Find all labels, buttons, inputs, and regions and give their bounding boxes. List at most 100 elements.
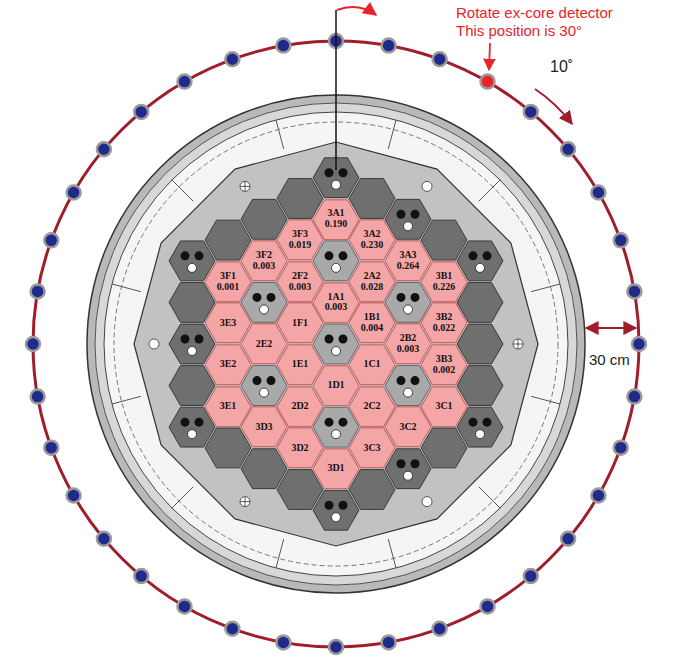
detector-position	[276, 39, 290, 53]
fuel-column-shape	[313, 366, 359, 406]
support-line	[276, 120, 284, 149]
control-rod-hole	[332, 513, 341, 522]
reflector-hole	[149, 339, 159, 349]
power-fraction: 0.019	[289, 240, 312, 251]
control-rod-hole	[188, 263, 197, 272]
control-rod-column	[241, 366, 287, 406]
detector-position	[433, 52, 447, 66]
dimension-label: 30 cm	[589, 351, 630, 368]
reflector-block	[421, 428, 467, 468]
column-id: 3F2	[256, 250, 272, 261]
fuel-column-shape	[241, 241, 287, 281]
support-line	[172, 487, 193, 508]
detector-position	[614, 233, 628, 247]
reflector-hole	[422, 497, 432, 507]
power-fraction: 0.028	[361, 282, 384, 293]
control-rod-hole	[195, 335, 204, 344]
fuel-column-shape	[277, 386, 323, 426]
fuel-column-shape	[349, 262, 395, 302]
reflector-block	[313, 490, 359, 530]
control-rod-column	[313, 407, 359, 447]
callout-note: This position is 30°	[456, 22, 582, 39]
control-rod-hole	[181, 335, 190, 344]
column-id: 3C2	[399, 422, 416, 433]
control-rod-hole	[253, 293, 262, 302]
fuel-column-shape	[277, 428, 323, 468]
support-line	[531, 396, 560, 404]
fuel-column-shape	[421, 386, 467, 426]
column-id: 2F2	[292, 271, 308, 282]
step-arrow	[535, 89, 572, 124]
power-fraction: 0.003	[289, 282, 312, 293]
control-rod-hole	[411, 459, 420, 468]
fuel-column-shape	[349, 386, 395, 426]
detector-position	[26, 337, 40, 351]
column-id: 3B1	[436, 271, 453, 282]
reflector-hole	[513, 339, 523, 349]
column-id: 3E1	[220, 401, 237, 412]
selected-detector	[481, 75, 495, 89]
control-rod-hole	[404, 305, 413, 314]
detector-position	[67, 186, 81, 200]
reflector-block	[169, 324, 215, 364]
detector-position	[561, 532, 575, 546]
control-rod-hole	[325, 251, 334, 260]
control-rod-hole	[260, 305, 269, 314]
fuel-column-shape	[349, 303, 395, 343]
support-line	[388, 120, 396, 149]
fuel-column-shape	[205, 303, 251, 343]
column-id: 1D1	[327, 380, 344, 391]
control-rod-hole	[188, 430, 197, 439]
angle-step: 10˚	[550, 58, 573, 76]
control-rod-hole	[195, 418, 204, 427]
control-rod-hole	[325, 501, 334, 510]
detector-position	[591, 186, 605, 200]
reflector-block	[169, 241, 215, 281]
core-support-ring	[104, 112, 568, 576]
reflector-block	[421, 220, 467, 260]
reflector-block	[349, 470, 395, 510]
detector-position	[627, 390, 641, 404]
reflector-hole	[422, 181, 432, 191]
detector-position	[382, 635, 396, 649]
control-rod-hole	[325, 335, 334, 344]
reflector-block	[169, 407, 215, 447]
reflector-block	[277, 179, 323, 219]
control-rod-hole	[469, 251, 478, 260]
detector-position	[225, 622, 239, 636]
detector-position	[433, 622, 447, 636]
fuel-column-shape	[421, 345, 467, 385]
fuel-column-shape	[313, 449, 359, 489]
control-rod-hole	[397, 376, 406, 385]
detector-position	[134, 105, 148, 119]
fuel-column: 3F10.001	[204, 261, 252, 303]
fuel-column-shape	[313, 199, 359, 239]
fuel-column-text: 3F10.001	[204, 261, 252, 303]
fuel-column-shape	[349, 345, 395, 385]
fuel-column-shape	[277, 220, 323, 260]
support-line	[479, 180, 500, 201]
control-rod-hole	[483, 251, 492, 260]
support-line	[388, 539, 396, 568]
fuel-column-shape	[349, 220, 395, 260]
reflector-block	[205, 428, 251, 468]
fuel-column-shape	[241, 407, 287, 447]
control-rod-hole	[181, 418, 190, 427]
reflector-hole-mark	[245, 497, 246, 507]
column-id: 2C2	[363, 401, 380, 412]
detector-position	[481, 599, 495, 613]
support-line	[112, 284, 141, 292]
column-id: 3C1	[435, 401, 452, 412]
reflector-block	[457, 366, 503, 406]
control-rod-column	[385, 366, 431, 406]
column-id: 2D2	[291, 401, 308, 412]
support-line	[112, 396, 141, 404]
reflector-hole	[240, 181, 250, 191]
callout-arrow	[489, 43, 490, 70]
fuel-column-shape	[313, 283, 359, 323]
detector-position	[178, 75, 192, 89]
control-rod-hole	[325, 168, 334, 177]
power-fraction: 0.226	[433, 282, 456, 293]
column-id: 1E1	[292, 359, 309, 370]
detector-position	[382, 39, 396, 53]
